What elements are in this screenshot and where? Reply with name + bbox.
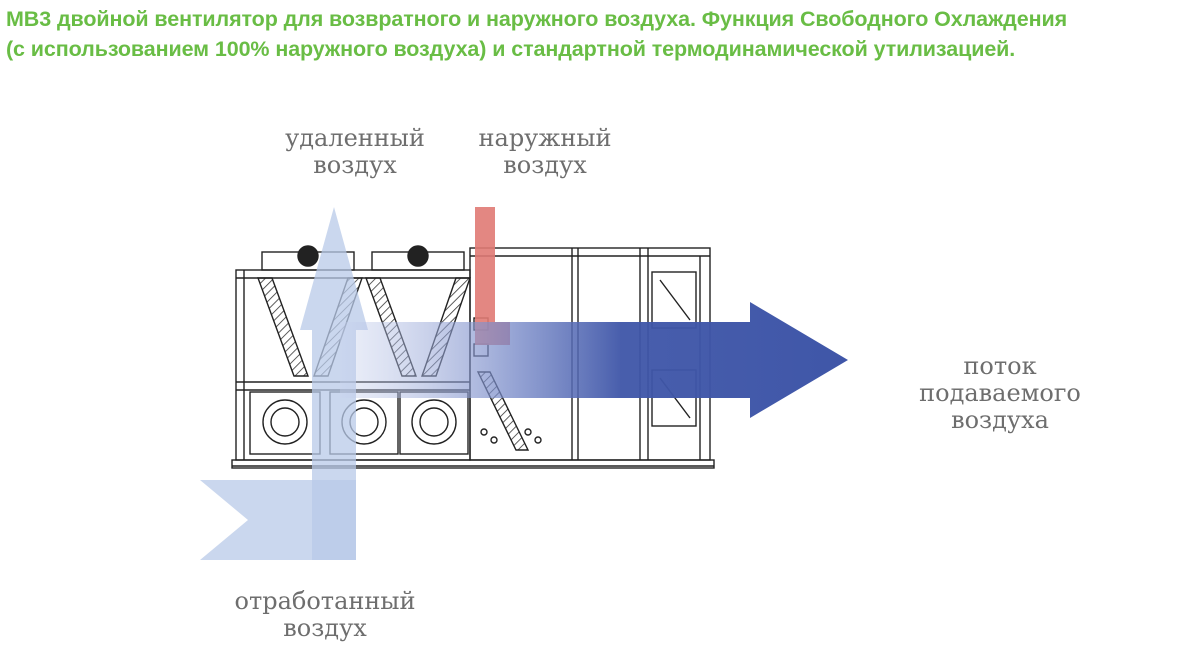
title-line-2: (с использованием 100% наружного воздуха… (6, 37, 1016, 61)
return-air-label: отработанный воздух (205, 588, 445, 642)
supply-air-label-line-1: поток (963, 352, 1037, 380)
supply-air-label-line-3: воздуха (951, 406, 1049, 434)
outdoor-air-label-line-2: воздух (503, 151, 587, 179)
page-title: MB3 двойной вентилятор для возвратного и… (6, 4, 1196, 64)
supply-air-label: поток подаваемого воздуха (900, 353, 1100, 434)
exhaust-air-label: удаленный воздух (270, 125, 440, 179)
supply-air-label-line-2: подаваемого (919, 379, 1081, 407)
outdoor-air-arrow (475, 207, 510, 345)
exhaust-air-label-line-1: удаленный (285, 124, 425, 152)
outdoor-air-label-line-1: наружный (478, 124, 612, 152)
exhaust-air-arrow (300, 207, 368, 560)
supply-air-arrow (340, 302, 848, 418)
title-line-1: MB3 двойной вентилятор для возвратного и… (6, 7, 1068, 31)
return-air-label-line-1: отработанный (234, 587, 416, 615)
outdoor-air-label: наружный воздух (460, 125, 630, 179)
exhaust-air-label-line-2: воздух (313, 151, 397, 179)
return-air-arrow (200, 480, 356, 560)
return-air-label-line-2: воздух (283, 614, 367, 642)
